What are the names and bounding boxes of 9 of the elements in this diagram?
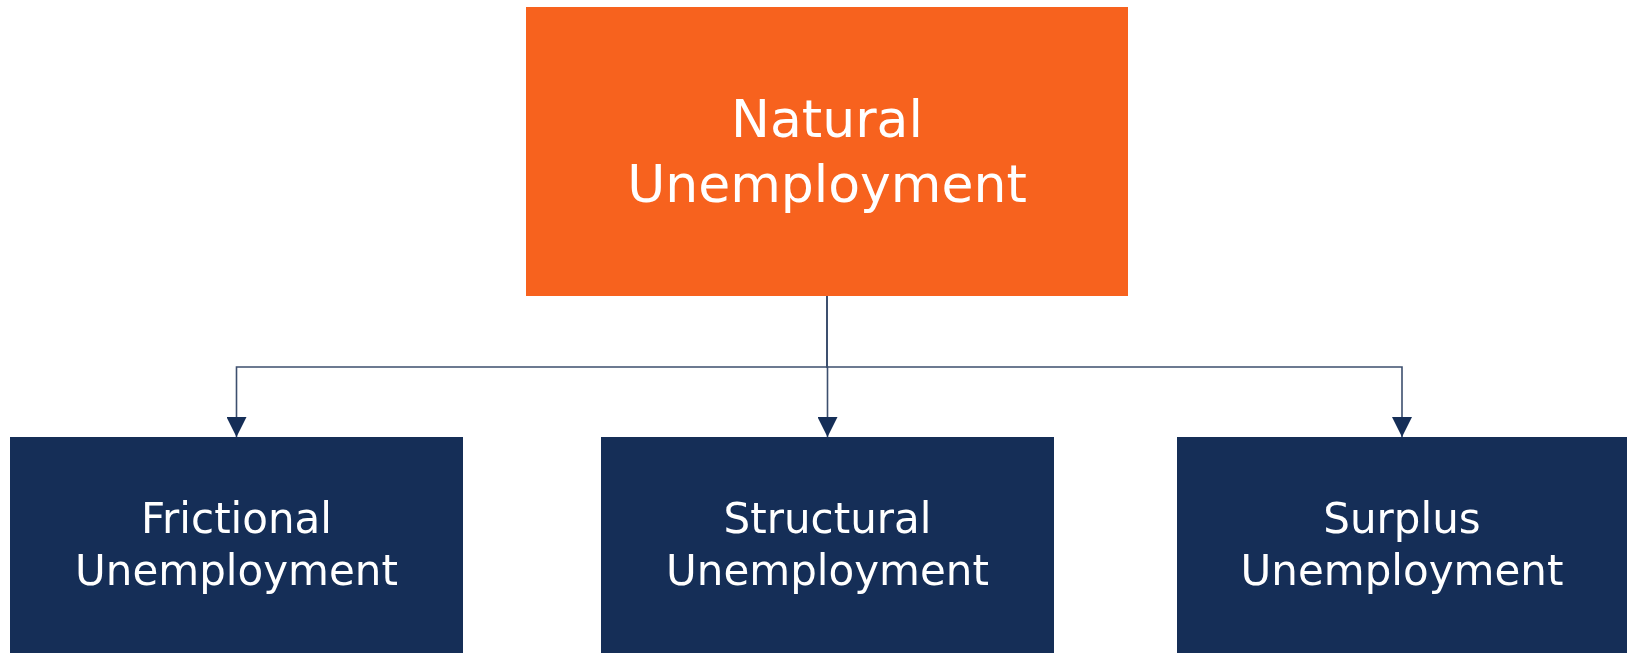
box-label: Frictional Unemployment — [74, 492, 399, 597]
category-box — [1177, 437, 1627, 653]
category-box — [601, 437, 1054, 653]
box-label: Surplus Unemployment — [1239, 492, 1565, 597]
arrow — [826, 295, 1412, 438]
root-box — [526, 7, 1128, 296]
box-label: Natural Unemployment — [626, 87, 1028, 216]
category-box — [10, 437, 463, 653]
box-label: Structural Unemployment — [665, 492, 990, 597]
